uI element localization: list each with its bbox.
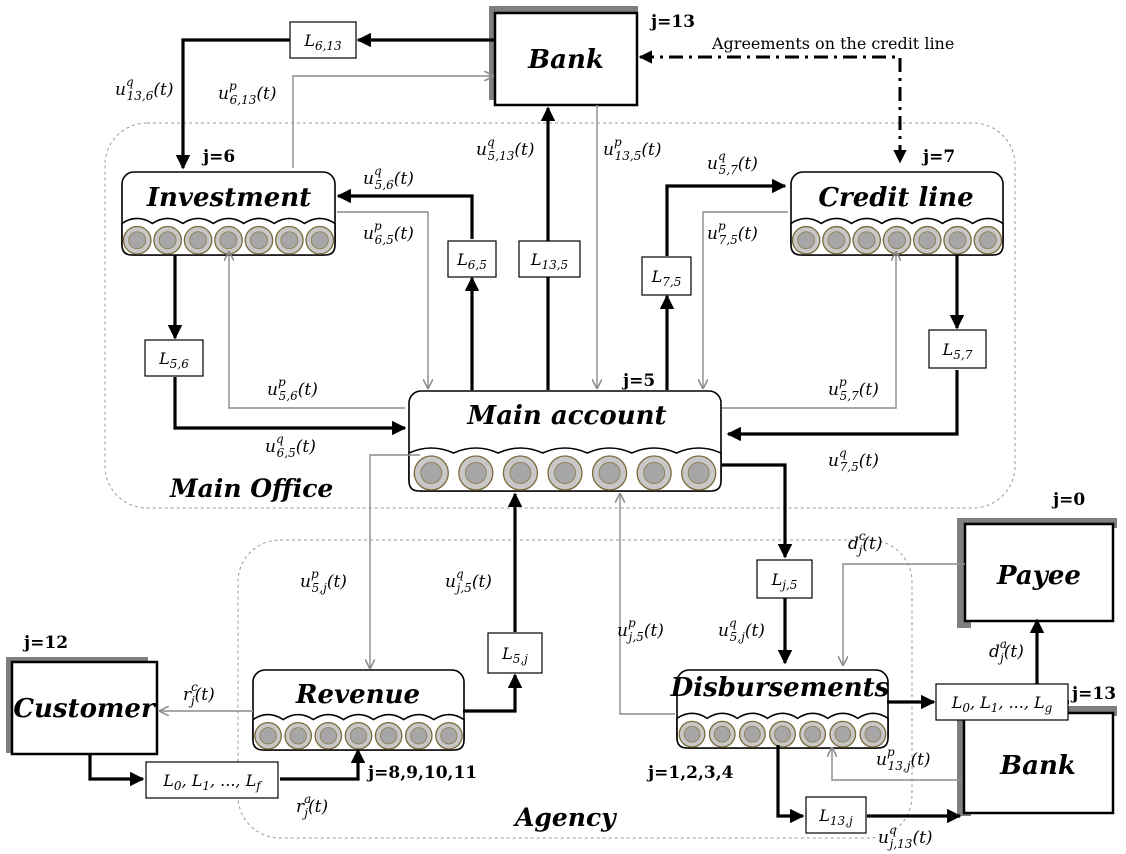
bank-bottom-title: Bank [999, 751, 1076, 781]
bank-top-node: Bank j=13 [489, 6, 695, 105]
lag-box-l-6-5: L6,5 [448, 241, 496, 277]
lag-box-l-6-13: L6,13 [290, 22, 356, 58]
arrow-lf-to-revenue [280, 750, 358, 779]
credit-line-account: j=7 Credit line [791, 147, 1003, 255]
payee-j-label: j=0 [1051, 490, 1085, 510]
bank-bottom-j-label: j=13 [1070, 684, 1116, 704]
main-account: j=5 Main account [409, 371, 721, 491]
revenue-j-label: j=8,9,10,11 [366, 763, 477, 783]
lag-box-l-payee: L0, L1, ..., Lg [936, 684, 1068, 720]
arrow-main-to-lj5 [722, 465, 785, 557]
investment-account: j=6 Investment [122, 147, 335, 255]
arrow-disb-to-l13j [778, 745, 803, 816]
arrow-payee-to-disb-p [843, 564, 965, 665]
credit-line-j-label: j=7 [921, 147, 955, 167]
lag-box-l-5-6: L5,6 [145, 340, 203, 376]
lag-box-l-j-5: Lj,5 [757, 560, 812, 598]
lag-box-l-13-5: L13,5 [519, 241, 580, 277]
credit-line-title: Credit line [818, 183, 973, 213]
disbursements-j-label: j=1,2,3,4 [646, 763, 734, 783]
revenue-account: Revenue j=8,9,10,11 [253, 670, 477, 783]
revenue-title: Revenue [295, 680, 420, 710]
investment-j-label: j=6 [201, 147, 235, 167]
lag-box-l-5-j: L5,j [488, 633, 542, 673]
main-office-label: Main Office [169, 474, 333, 503]
lag-box-l-5-7: L5,7 [929, 330, 986, 368]
disbursements-account: Disbursements j=1,2,3,4 [646, 670, 890, 783]
main-account-j-label: j=5 [621, 371, 655, 391]
arrow-customer-to-lf [90, 754, 143, 779]
lag-box-l-13-j: L13,j [806, 797, 866, 833]
payee-node: Payee j=0 [957, 490, 1117, 628]
lag-box-l-7-5: L7,5 [642, 257, 691, 295]
agreements-arrow [640, 57, 900, 162]
payee-title: Payee [996, 561, 1081, 591]
arrow-disb-to-main-p [620, 494, 675, 714]
customer-node: Customer j=12 [6, 633, 157, 754]
agency-label: Agency [513, 803, 617, 832]
arrow-revenue-to-l5j [463, 675, 515, 711]
investment-title: Investment [146, 183, 311, 213]
customer-title: Customer [13, 694, 157, 724]
agreements-label: Agreements on the credit line [711, 34, 954, 53]
disbursements-title: Disbursements [670, 673, 890, 703]
arrow-investment-to-bank-p [293, 76, 493, 168]
bank-top-title: Bank [527, 45, 604, 75]
customer-j-label: j=12 [22, 633, 68, 653]
main-account-title: Main account [466, 401, 666, 431]
bank-top-j-label: j=13 [649, 12, 695, 32]
lag-box-l-customer: L0, L1, ..., Lf [146, 762, 278, 798]
